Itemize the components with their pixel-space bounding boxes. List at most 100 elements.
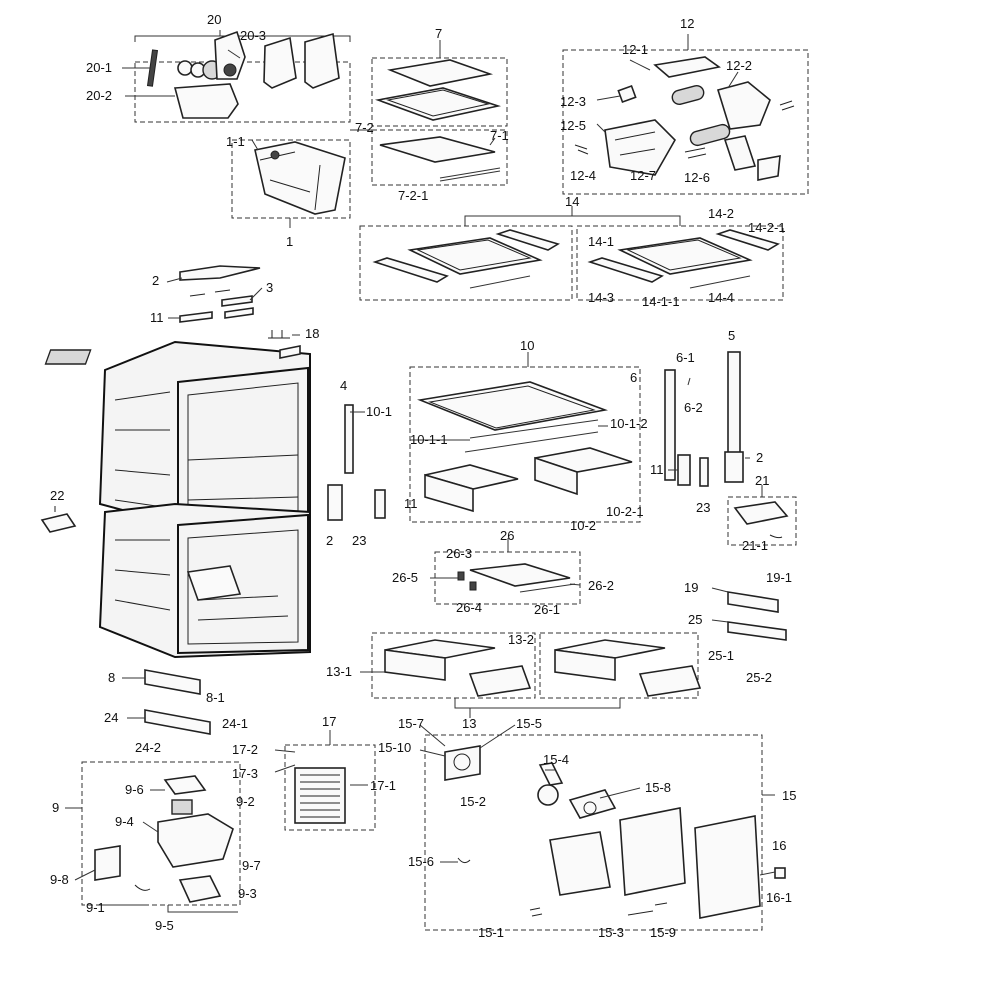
label-17: 17 (322, 714, 336, 729)
group-box-7-2 (371, 129, 508, 186)
part-5-6-right-rails (664, 351, 744, 487)
part-14-shelf-left (372, 229, 560, 289)
label-15-2: 15-2 (460, 794, 486, 809)
label-12-5: 12-5 (560, 118, 586, 133)
label-13-2: 13-2 (508, 632, 534, 647)
group-box-1 (231, 139, 351, 219)
part-12-dispenser-assembly (574, 56, 795, 181)
part-10-shelf-and-drawers (417, 381, 633, 513)
label-23-right: 23 (696, 500, 710, 515)
label-26-5: 26-5 (392, 570, 418, 585)
part-17-evaporator (294, 767, 346, 824)
label-12-6: 12-6 (684, 170, 710, 185)
label-8-1: 8-1 (206, 690, 225, 705)
label-6-1: 6-1 (676, 350, 695, 365)
label-24-1: 24-1 (222, 716, 248, 731)
label-15-4: 15-4 (543, 752, 569, 767)
label-19-1: 19-1 (766, 570, 792, 585)
refrigerator-cabinet (44, 340, 311, 659)
part-19-25-trim (727, 591, 787, 641)
label-15: 15 (782, 788, 796, 803)
label-4: 4 (340, 378, 347, 393)
label-17-1: 17-1 (370, 778, 396, 793)
label-16-1: 16-1 (766, 890, 792, 905)
label-17-2: 17-2 (232, 742, 258, 757)
label-1-1: 1-1 (226, 134, 245, 149)
label-24: 24 (104, 710, 118, 725)
label-25-1: 25-1 (708, 648, 734, 663)
label-11-right: 11 (650, 462, 664, 477)
label-18: 18 (305, 326, 319, 341)
label-20-2: 20-2 (86, 88, 112, 103)
part-15-fan-cover-assembly (444, 745, 786, 919)
leader-lines (74, 49, 776, 881)
label-12-2: 12-2 (726, 58, 752, 73)
group-box-14-left (359, 225, 573, 301)
label-7-2-1: 7-2-1 (398, 188, 428, 203)
label-26-1: 26-1 (534, 602, 560, 617)
part-22-hinge (40, 506, 77, 533)
label-14-2: 14-2 (708, 206, 734, 221)
label-9-2: 9-2 (236, 794, 255, 809)
label-6-2: 6-2 (684, 400, 703, 415)
part-4-2-23-center-rail (327, 404, 386, 521)
part-labels: 20 20-3 20-1 20-2 1-1 1 7 7-2 7-1 7-2-1 … (50, 12, 796, 940)
part-20-1-bar (146, 49, 159, 87)
label-12: 12 (680, 16, 694, 31)
label-15-1: 15-1 (478, 925, 504, 940)
label-24-2: 24-2 (135, 740, 161, 755)
label-10-1-1: 10-1-1 (410, 432, 448, 447)
label-1: 1 (286, 234, 293, 249)
group-box-13-left (371, 632, 536, 699)
label-19: 19 (684, 580, 698, 595)
label-15-8: 15-8 (645, 780, 671, 795)
label-15-6: 15-6 (408, 854, 434, 869)
part-14-shelf-right (587, 229, 780, 289)
part-2-3-11-top-brackets (179, 265, 290, 339)
label-14-1-1: 14-1-1 (642, 294, 680, 309)
part-21-assembly (733, 501, 789, 539)
label-21-1: 21-1 (742, 538, 768, 553)
part-7-shelf-assembly (374, 59, 502, 182)
label-17-3: 17-3 (232, 766, 258, 781)
label-26-3: 26-3 (446, 546, 472, 561)
label-9-6: 9-6 (125, 782, 144, 797)
label-2-right: 2 (756, 450, 763, 465)
group-box-14-right (576, 225, 784, 301)
bracket-lines (65, 30, 775, 913)
label-7-1: 7-1 (490, 128, 509, 143)
label-6: 6 (630, 370, 637, 385)
label-9: 9 (52, 800, 59, 815)
label-12-4: 12-4 (570, 168, 596, 183)
label-26: 26 (500, 528, 514, 543)
label-20: 20 (207, 12, 221, 27)
label-9-5: 9-5 (155, 918, 174, 933)
label-14-3: 14-3 (588, 290, 614, 305)
label-16: 16 (772, 838, 786, 853)
label-14-2-1: 14-2-1 (748, 220, 786, 235)
label-13-1: 13-1 (326, 664, 352, 679)
label-10-2-1: 10-2-1 (606, 504, 644, 519)
label-10-1: 10-1 (366, 404, 392, 419)
label-15-9: 15-9 (650, 925, 676, 940)
label-2-top: 2 (152, 273, 159, 288)
part-13-drawers (384, 639, 702, 697)
label-7: 7 (435, 26, 442, 41)
label-15-10: 15-10 (378, 740, 411, 755)
label-9-1: 9-1 (86, 900, 105, 915)
label-12-7: 12-7 (630, 168, 656, 183)
label-23-mid: 23 (352, 533, 366, 548)
label-14-1: 14-1 (588, 234, 614, 249)
part-26-shelf (457, 563, 576, 593)
label-15-7: 15-7 (398, 716, 424, 731)
label-25: 25 (688, 612, 702, 627)
label-15-3: 15-3 (598, 925, 624, 940)
label-9-3: 9-3 (238, 886, 257, 901)
label-15-5: 15-5 (516, 716, 542, 731)
part-8-24-trim (144, 669, 211, 735)
label-9-7: 9-7 (242, 858, 261, 873)
label-26-4: 26-4 (456, 600, 482, 615)
label-14-4: 14-4 (708, 290, 734, 305)
part-1-ice-housing (254, 141, 346, 215)
